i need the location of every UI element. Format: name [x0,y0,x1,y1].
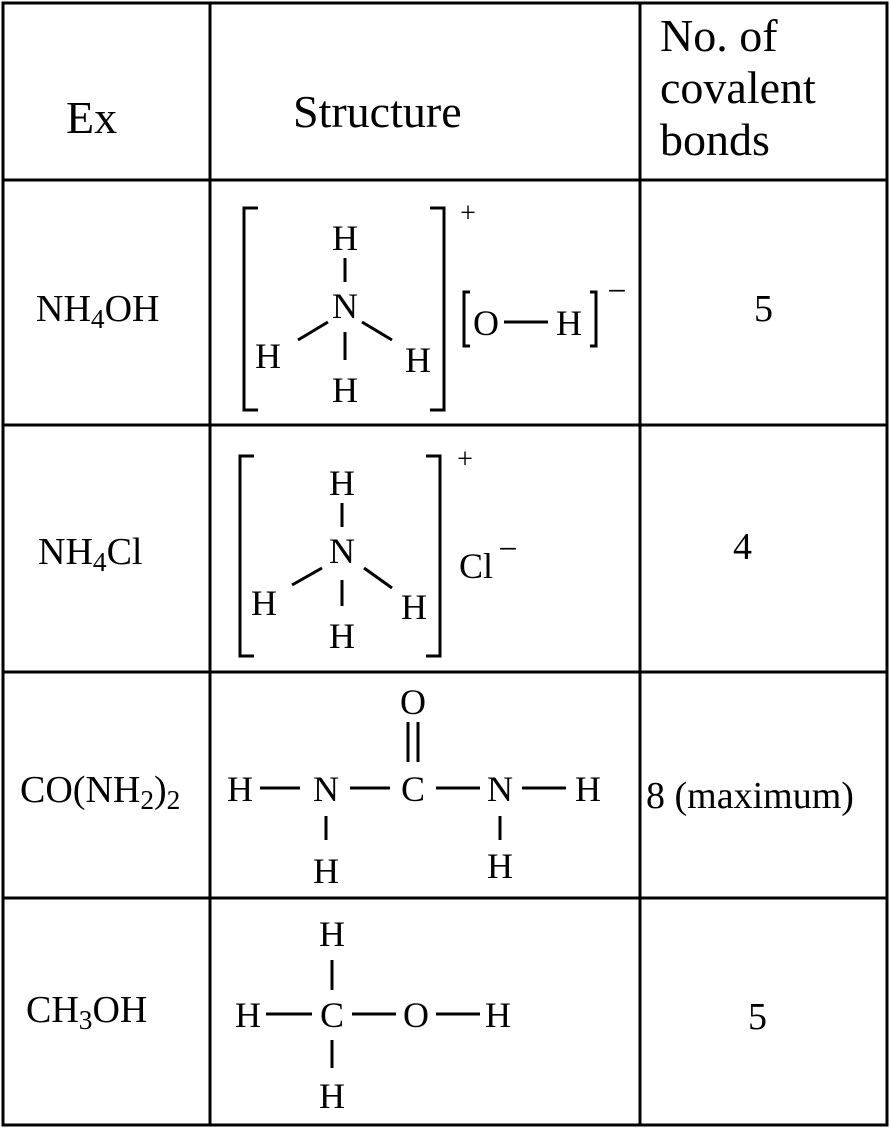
row2-formula: NH4Cl [38,531,143,577]
atom-h-anion: H [556,303,582,343]
atom-h-right: H [485,995,511,1035]
nh4cl-structure: N H H H H + Cl − [238,444,518,658]
atom-n-left: N [313,769,339,809]
row2-bonds: 4 [733,526,752,568]
bracket-right [430,206,446,412]
row1-formula: NH4OH [36,288,160,334]
atom-h-left: H [227,769,253,809]
urea-structure: O H N C N H H H [227,682,601,891]
nh4oh-structure: N H H H H + O H − [242,198,627,412]
row4-formula: CH3OH [26,989,148,1035]
atom-n: N [332,286,358,326]
atom-o: O [403,995,429,1035]
anion-bracket-right [590,290,598,348]
charge-minus: − [498,531,517,568]
atom-h-top: H [319,914,345,954]
row1-bonds: 5 [754,288,773,330]
atom-n-right: N [487,769,513,809]
atom-h-bottom: H [329,616,355,656]
atom-h-top: H [329,463,355,503]
atom-h-right: H [575,769,601,809]
atom-h-bottom: H [319,1076,345,1116]
row4-bonds: 5 [748,996,767,1038]
atom-h-right: H [401,587,427,627]
row3-bonds: 8 (maximum) [646,775,854,817]
atom-c: C [401,769,425,809]
bond-n-h-right [361,320,393,342]
atom-h-left: H [255,336,281,376]
atom-o: O [400,682,426,722]
header-bonds: No. of covalent bonds [660,10,816,166]
bond-n-h-right [363,566,393,590]
atom-h-left: H [251,583,277,623]
atom-h-below-left: H [313,851,339,891]
atom-n: N [329,531,355,571]
atom-o: O [473,303,499,343]
methanol-structure: H H C O H H [235,914,511,1116]
atom-h-right: H [405,340,431,380]
bracket-left [242,206,258,412]
charge-plus: + [460,198,476,229]
bracket-right [426,454,442,658]
header-bonds-line1: No. of [660,10,778,61]
bracket-left [238,454,254,658]
atom-h-bottom: H [332,370,358,410]
atom-h-below-right: H [487,846,513,886]
header-ex: Ex [66,92,118,143]
charge-minus: − [607,273,626,310]
header-bonds-line2: covalent [660,61,816,113]
bond-n-h-left [291,566,323,587]
atom-cl: Cl [459,546,493,586]
atom-h-left: H [235,995,261,1035]
row3-formula: CO(NH2)2 [20,769,181,815]
atom-c: C [320,995,344,1035]
bond-n-h-left [297,320,329,342]
header-bonds-line3: bonds [660,113,770,165]
header-structure: Structure [293,86,462,137]
atom-h-top: H [332,218,358,258]
charge-plus: + [457,444,473,475]
anion-bracket-left [462,290,470,348]
